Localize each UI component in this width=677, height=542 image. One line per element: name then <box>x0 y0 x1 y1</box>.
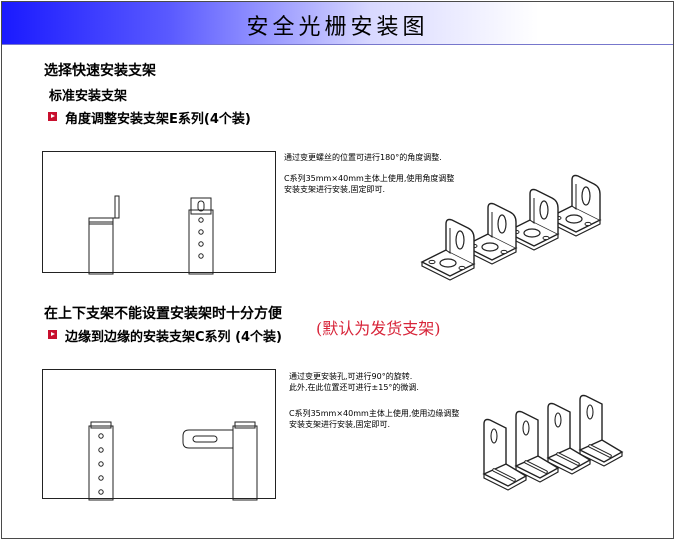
edge-bracket-mount-drawing <box>88 421 258 501</box>
edge-brackets-illustration <box>482 393 624 492</box>
section1-item-title: 角度调整安装支架E系列(4个装) <box>65 112 251 127</box>
section1-subheading: 标准安装支架 <box>49 89 128 104</box>
section2-desc-line1: 通过变更安装孔,可进行90°的旋转. <box>289 372 413 381</box>
angle-bracket-mount-drawing <box>88 195 214 275</box>
angle-brackets-illustration <box>421 174 601 281</box>
section1-mounting-drawing <box>42 151 276 275</box>
bullet-icon <box>48 112 57 121</box>
section1-desc-line1: 通过变更螺丝的位置可进行180°的角度调整. <box>284 153 442 162</box>
page-title: 安全光栅安装图 <box>246 15 429 40</box>
section1-desc-line2: C系列35mm×40mm主体上使用,使用角度调整 <box>284 174 455 183</box>
section2-desc-line4: 安装支架进行安装,固定即可. <box>289 420 391 429</box>
section2-desc-line3: C系列35mm×40mm主体上使用,使用边缘调整 <box>289 409 460 418</box>
section1-desc-line3: 安装支架进行安装,固定即可. <box>284 185 386 194</box>
bullet-icon <box>48 330 57 339</box>
section1-heading: 选择快速安装支架 <box>44 63 156 79</box>
section2-desc-line2: 此外,在此位置还可进行±15°的微调. <box>289 383 419 392</box>
section2-item-title: 边缘到边缘的安装支架C系列 (4个装) <box>65 330 282 345</box>
section2-mounting-drawing <box>42 369 276 501</box>
section2-heading: 在上下支架不能设置安装架时十分方便 <box>44 306 282 322</box>
header-banner: 安全光栅安装图 <box>2 2 673 45</box>
default-shipping-note: (默认为发货支架) <box>316 319 441 338</box>
